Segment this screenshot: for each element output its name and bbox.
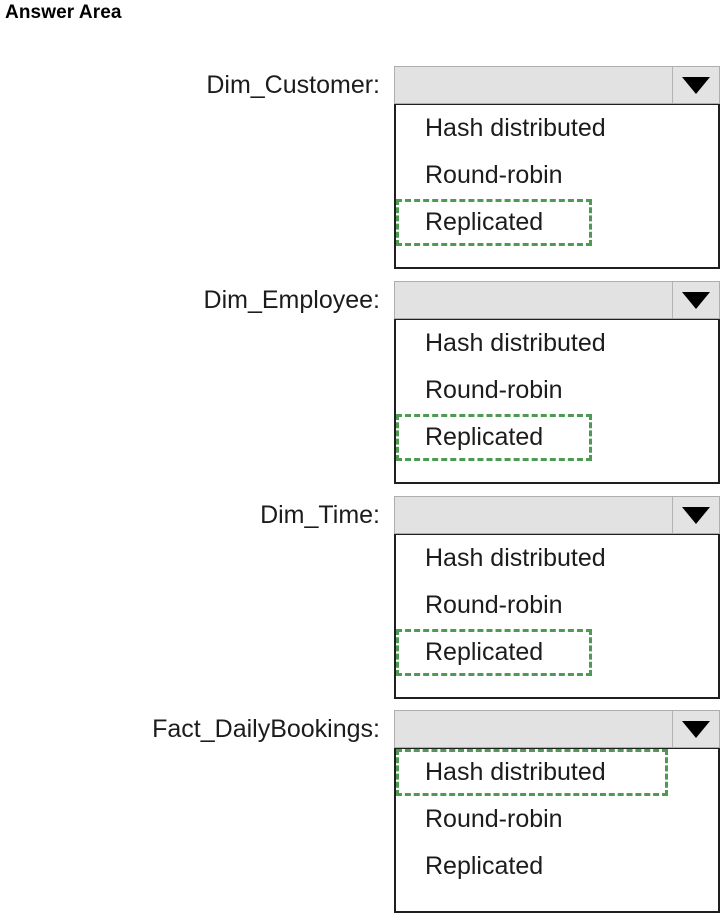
dropdown-toggle-button[interactable]: [673, 711, 719, 747]
answer-group-label: Dim_Time:: [260, 501, 380, 529]
dropdown-toggle-button[interactable]: [673, 282, 719, 318]
page-title: Answer Area: [5, 2, 122, 23]
dropdown-option[interactable]: Round-robin: [425, 591, 563, 619]
chevron-down-icon: [682, 76, 710, 94]
dropdown-selected-value[interactable]: [395, 67, 673, 103]
dropdown-option[interactable]: Round-robin: [425, 376, 563, 404]
dropdown-combobox[interactable]: [394, 710, 720, 748]
dropdown-combobox[interactable]: [394, 496, 720, 534]
answer-group-label: Dim_Employee:: [203, 286, 380, 314]
chevron-down-icon: [682, 720, 710, 738]
chevron-down-icon: [682, 506, 710, 524]
answer-group-label: Dim_Customer:: [206, 71, 380, 99]
dropdown-combobox[interactable]: [394, 66, 720, 104]
dropdown-option[interactable]: Replicated: [396, 414, 592, 461]
dropdown-combobox[interactable]: [394, 281, 720, 319]
dropdown-option[interactable]: Replicated: [425, 852, 544, 880]
dropdown-selected-value[interactable]: [395, 711, 673, 747]
dropdown-toggle-button[interactable]: [673, 67, 719, 103]
dropdown-selected-value[interactable]: [395, 497, 673, 533]
dropdown-option[interactable]: Replicated: [396, 199, 592, 246]
dropdown-option[interactable]: Round-robin: [425, 161, 563, 189]
dropdown-option[interactable]: Hash distributed: [425, 329, 606, 357]
dropdown-option[interactable]: Round-robin: [425, 805, 563, 833]
chevron-down-icon: [682, 291, 710, 309]
dropdown-selected-value[interactable]: [395, 282, 673, 318]
dropdown-toggle-button[interactable]: [673, 497, 719, 533]
dropdown-option[interactable]: Hash distributed: [396, 749, 668, 796]
dropdown-option[interactable]: Replicated: [396, 629, 592, 676]
answer-group-label: Fact_DailyBookings:: [152, 715, 380, 743]
dropdown-option[interactable]: Hash distributed: [425, 544, 606, 572]
dropdown-option[interactable]: Hash distributed: [425, 114, 606, 142]
